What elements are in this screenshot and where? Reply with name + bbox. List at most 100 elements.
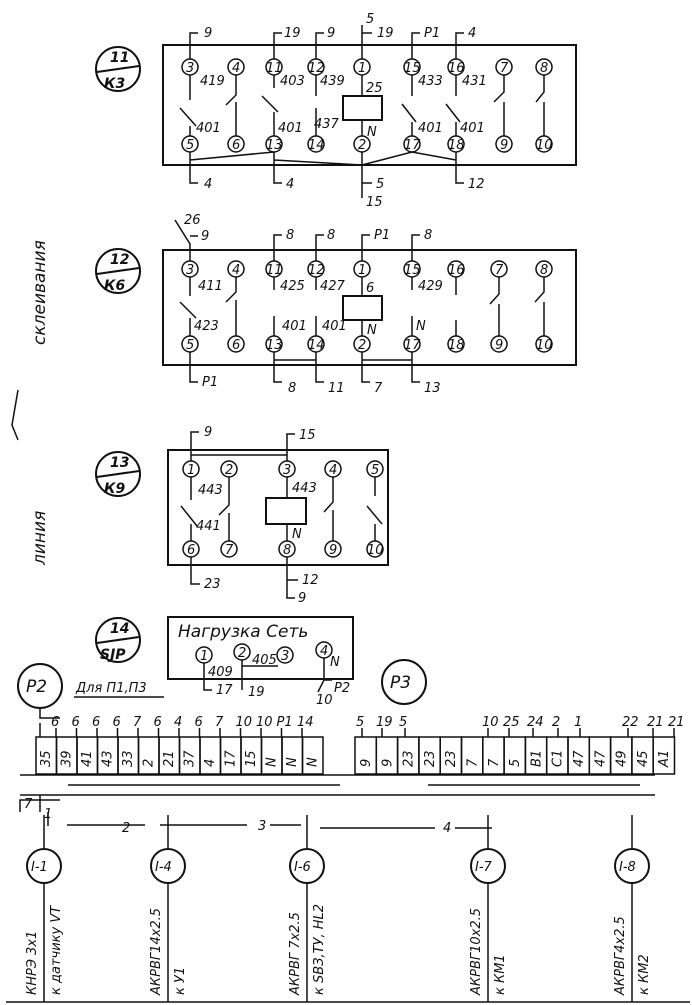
wire: 7 — [374, 381, 383, 396]
wire: 19 — [377, 26, 394, 41]
wire: 15 — [366, 195, 383, 210]
terminal-top-number: 19 — [376, 715, 393, 730]
term: 7 — [500, 61, 509, 76]
side-label-upper: склеивания — [30, 240, 50, 345]
wire: 4 — [468, 26, 476, 41]
term: 16 — [448, 61, 465, 76]
term: 1 — [358, 61, 366, 76]
terminal-cell — [503, 736, 527, 775]
term: 4 — [329, 463, 337, 478]
relay-id: 12 — [110, 252, 129, 268]
term: 3 — [186, 61, 194, 76]
wire: 9 — [298, 591, 306, 606]
term: 3 — [283, 463, 291, 478]
cable-type: КНРЭ 3х1 — [25, 931, 40, 995]
terminal-label: 43 — [101, 750, 116, 767]
terminal-top-number: 7 — [215, 715, 224, 730]
cable-destination: к КМ1 — [493, 954, 508, 995]
relay-coil — [265, 497, 307, 525]
terminal-top-number: 5 — [399, 715, 407, 730]
terminal-top-number: 2 — [552, 715, 560, 730]
relay-box — [167, 449, 389, 566]
inner: 429 — [418, 279, 443, 294]
terminal-top-number: 10 — [236, 715, 253, 730]
relay-code: К6 — [104, 278, 125, 294]
term: 5 — [371, 463, 379, 478]
wire: 12 — [468, 177, 485, 192]
wire: 19 — [284, 26, 301, 41]
term: 11 — [266, 263, 283, 278]
cable-id: I-4 — [155, 860, 172, 875]
terminal-cell — [281, 736, 304, 775]
relay-title: Нагрузка Сеть — [178, 622, 308, 642]
term: 1 — [200, 649, 208, 664]
term: 17 — [404, 338, 421, 353]
inner: 403 — [280, 74, 305, 89]
side-bracket — [11, 389, 19, 441]
term: 9 — [500, 138, 508, 153]
inner: 401 — [418, 121, 443, 136]
term: 7 — [495, 263, 504, 278]
terminal-top-number: 1 — [574, 715, 582, 730]
wire: 17 — [216, 683, 233, 698]
wire: 8 — [327, 228, 335, 243]
cable-type: АКРВГ 7х2.5 — [288, 912, 303, 996]
relay-14: 14 SЈР Нагрузка Сеть 1 2 3 4 409 405 N 1… — [95, 616, 354, 708]
term: 9 — [329, 543, 337, 558]
terminal-label: 17 — [224, 750, 239, 767]
cable-destination: к датчику VT — [49, 905, 64, 995]
terminal-top-number: 10 — [256, 715, 273, 730]
wire: Р1 — [374, 228, 390, 243]
terminal-label: 5 — [508, 759, 523, 767]
term: 10 — [536, 338, 553, 353]
term: 5 — [186, 338, 194, 353]
terminal-label: А1 — [657, 750, 672, 768]
cable-type: АКРВГ10х2.5 — [469, 908, 484, 996]
relay-id: 14 — [110, 621, 129, 637]
inner: 423 — [194, 319, 219, 334]
relay-box — [162, 44, 577, 166]
terminal-label: 33 — [121, 750, 136, 767]
terminal-label: 39 — [60, 750, 75, 767]
wire: 8 — [286, 228, 294, 243]
wire: 4 — [286, 177, 294, 192]
terminal-label: 9 — [359, 759, 374, 767]
terminal-label: 4 — [203, 759, 218, 767]
terminal-top-number: 25 — [503, 715, 520, 730]
inner: N — [367, 125, 377, 140]
small-label: 3 — [258, 819, 266, 834]
wire: 9 — [327, 26, 335, 41]
side-label-lower: линия — [30, 511, 50, 566]
term: 2 — [358, 338, 366, 353]
inner: 405 — [252, 653, 277, 668]
wire: 9 — [204, 425, 212, 440]
small-label: 7 — [24, 797, 33, 812]
relay-box — [162, 249, 577, 366]
terminal-top-number: 10 — [482, 715, 499, 730]
terminal-top-number: Р1 — [277, 715, 293, 730]
p3-label: Р3 — [390, 673, 411, 693]
terminal-top-number: 6 — [195, 715, 203, 730]
terminal-label: 9 — [380, 759, 395, 767]
term: 16 — [448, 263, 465, 278]
cable-id: I-7 — [475, 860, 493, 875]
term: 3 — [186, 263, 194, 278]
inner: 441 — [196, 519, 221, 534]
wire: 15 — [299, 428, 316, 443]
p3-badge — [381, 659, 427, 705]
wire: 10 — [316, 693, 333, 708]
terminal-top-number: 6 — [92, 715, 100, 730]
term: 14 — [308, 138, 325, 153]
cable-destination: к КМ2 — [637, 954, 652, 995]
term: 11 — [266, 61, 283, 76]
cable-destination: к SВЗ,ТУ, HL2 — [312, 904, 327, 995]
terminal-cell — [137, 736, 160, 775]
inner: 433 — [418, 74, 443, 89]
terminal-top-number: 22 — [622, 715, 639, 730]
cable-id: I-1 — [31, 860, 48, 875]
